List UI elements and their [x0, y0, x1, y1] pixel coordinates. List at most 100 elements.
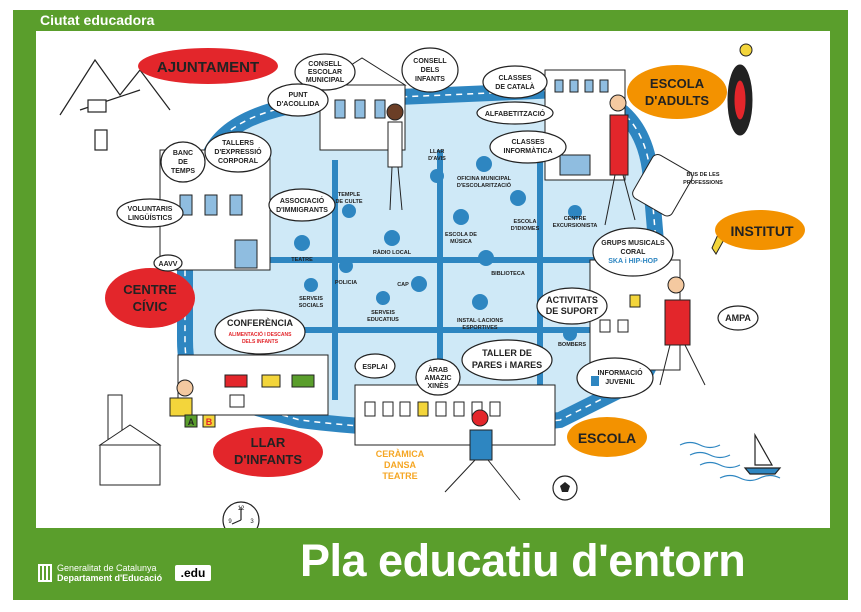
map-label-escola-musica-line1: ESCOLA DE	[445, 232, 477, 238]
frame-right	[830, 10, 848, 600]
temple-icon	[342, 204, 356, 218]
bubble-activitats-suport-line2: DE SUPORT	[546, 306, 599, 316]
centre-civic-label-shape	[105, 268, 195, 328]
main-title: Pla educatiu d'entorn	[300, 535, 746, 586]
map-label-serveis-educatius-line2: EDUCATIUS	[367, 317, 399, 323]
map-label-radio-local: RÀDIO LOCAL	[373, 249, 412, 256]
bubble-punt-acollida-line2: D'ACOLLIDA	[277, 101, 320, 108]
llar-infants-building	[177, 354, 329, 416]
header-title: Ciutat educadora	[40, 12, 155, 28]
bubble-taller-pares-line1: TALLER DE	[482, 348, 532, 358]
map-label-centre-excursionista-line1: CENTRE	[564, 216, 587, 222]
bubble-consell-infants-line2: DELS	[421, 67, 440, 74]
bubble-tallers	[204, 131, 272, 173]
bubble-classes-informatica	[489, 130, 567, 164]
llar-infants-label-line2: D'INFANTS	[234, 452, 302, 467]
map-label-installacions-line2: ESPORTIVES	[462, 325, 497, 331]
bubble-conferencia-line3: DELS INFANTS	[242, 339, 279, 345]
bubble-grups-musicals-line3: SKA i HIP-HOP	[608, 258, 658, 265]
bubble-taller-pares-line2: PARES i MARES	[472, 360, 542, 370]
generalitat-text: Generalitat de Catalunya Departament d'E…	[57, 563, 162, 583]
bubble-activitats-suport	[536, 287, 608, 325]
llar-infants-label-shape	[213, 427, 323, 477]
ceramica-line2: DANSA	[384, 460, 417, 470]
institut-label: INSTITUT	[731, 223, 794, 239]
generalitat-line1: Generalitat de Catalunya	[57, 563, 157, 573]
centre-civic-label-line1: CENTRE	[123, 282, 177, 297]
person-baby-blocks	[169, 379, 216, 428]
sailboat-drawing	[679, 432, 782, 482]
institut-label-shape	[715, 210, 805, 250]
map-label-oficina-line2: D'ESCOLARITZACIÓ	[457, 181, 512, 189]
bubble-punt-acollida	[267, 83, 329, 117]
llar-infants-label-line1: LLAR	[251, 435, 286, 450]
bubble-classes-catala	[482, 65, 548, 99]
bubble-associacio	[268, 188, 336, 222]
escola-adults-label-shape	[627, 65, 727, 119]
excursion-icon	[568, 205, 582, 219]
bubble-voluntaris	[116, 198, 184, 228]
frame-top	[13, 10, 848, 31]
centre-civic-label-line2: CÍVIC	[133, 299, 168, 314]
ajuntament-label: AJUNTAMENT	[157, 59, 259, 76]
bubble-banc-temps-line1: BANC	[173, 150, 193, 157]
svg-text:9: 9	[228, 519, 232, 525]
fire-icon	[563, 327, 577, 341]
bubble-tallers-line3: CORPORAL	[218, 158, 259, 165]
map-label-llar-avis-line2: D'AVIS	[428, 156, 446, 162]
bubble-classes-catala-line1: CLASSES	[498, 75, 531, 82]
bubble-conferencia	[214, 309, 306, 355]
map-label-biblioteca: BIBLIOTECA	[491, 271, 525, 277]
theatre-icon	[294, 235, 310, 251]
bubble-alfabetitzacio	[476, 101, 554, 125]
bubble-consell-escolar-line2: ESCOLAR	[308, 69, 342, 76]
ceramica-line1: CERÀMICA	[376, 449, 425, 459]
bus-drawing	[632, 154, 693, 217]
map-label-teatre: TEATRE	[291, 257, 313, 263]
radio-icon	[384, 230, 400, 246]
ajuntament-label-shape	[138, 48, 278, 84]
escola-adults-label-line1: ESCOLA	[650, 76, 705, 91]
escola-adults-label-line2: D'ADULTS	[645, 93, 710, 108]
figure-statue	[727, 43, 753, 136]
mountains-drawing	[59, 58, 171, 151]
map-label-llar-avis-line1: LLAR	[430, 149, 445, 155]
bubble-associacio-line1: ASSOCIACIÓ	[280, 196, 325, 205]
map-label-temple-line1: TEMPLE	[338, 192, 361, 198]
bubble-conferencia-line1: CONFERÈNCIA	[227, 318, 294, 328]
languages-icon	[510, 190, 526, 206]
ceramica-line3: TEATRE	[382, 471, 417, 481]
frame-bottom	[13, 528, 848, 600]
bubble-conferencia-line2: ALIMENTACIÓ I DESCANS	[229, 330, 293, 338]
bubble-classes-catala-line2: DE CATALÀ	[495, 82, 534, 91]
education-services-icon	[376, 291, 390, 305]
generalitat-logo-icon	[38, 564, 52, 582]
bubble-informacio-line2: JUVENIL	[605, 379, 635, 386]
escola-label: ESCOLA	[578, 430, 636, 446]
library-icon	[478, 250, 494, 266]
bubble-taller-pares	[461, 339, 553, 381]
llar-avis-icon	[430, 169, 444, 183]
bubble-arab-line2: AMAZIC	[424, 375, 451, 382]
map-label-installacions-line1: INSTAL·LACIONS	[457, 318, 503, 324]
person-man-center	[386, 103, 404, 211]
bubble-tallers-line2: D'EXPRESSIÓ	[214, 147, 262, 156]
map-label-bus-line1: BUS DE LES	[686, 172, 719, 178]
bubble-consell-escolar	[294, 53, 356, 91]
bubble-esplai-text: ESPLAI	[362, 364, 387, 371]
church-drawing	[98, 394, 162, 486]
bubble-grups-musicals-line1: GRUPS MUSICALS	[601, 240, 665, 247]
ring-road-dash	[184, 89, 661, 431]
block-a-label: A	[188, 417, 195, 427]
map-label-serveis-socials-line2: SOCIALS	[299, 303, 324, 309]
map-label-bombers: BOMBERS	[558, 342, 586, 348]
bubble-punt-acollida-line1: PUNT	[288, 92, 308, 99]
bubble-consell-infants-line3: INFANTS	[415, 76, 445, 83]
block-b-label: B	[206, 417, 213, 427]
bubble-tallers-line1: TALLERS	[222, 140, 254, 147]
bubble-ampa-text: AMPA	[725, 313, 751, 323]
bubble-consell-escolar-line1: CONSELL	[308, 61, 342, 68]
bubble-voluntaris-line2: LINGÜÍSTICS	[128, 213, 173, 222]
person-child-running	[444, 409, 521, 501]
